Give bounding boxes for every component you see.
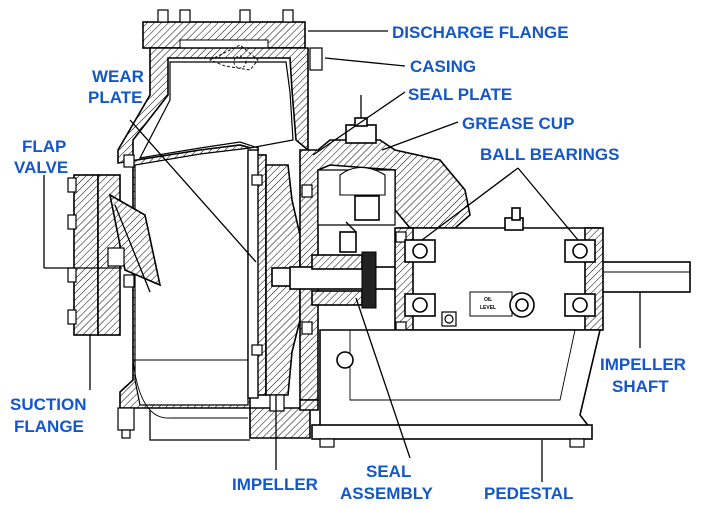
oil-level-label-2: LEVEL — [480, 305, 496, 311]
label-wear-plate-line2: PLATE — [88, 88, 142, 107]
label-seal-assembly-line1: SEAL — [366, 462, 411, 481]
bearing-housing-part — [394, 207, 604, 333]
label-wear-plate-line1: WEAR — [92, 67, 144, 86]
wear-plate-part — [247, 149, 267, 399]
oil-level-label-1: OIL — [484, 297, 492, 303]
grease-cup-part — [339, 95, 386, 221]
label-grease-cup: GREASE CUP — [462, 114, 574, 133]
impeller-part — [265, 164, 301, 412]
label-ball-bearings: BALL BEARINGS — [480, 145, 619, 164]
component-labels: DISCHARGE FLANGE CASING WEAR PLATE SEAL … — [10, 23, 686, 503]
label-casing: CASING — [410, 57, 476, 76]
label-flap-valve-line2: VALVE — [14, 158, 68, 177]
ball-bearings-part — [404, 239, 596, 317]
seal-assembly-part — [311, 221, 377, 309]
flap-valve-part — [107, 193, 162, 293]
label-suction-flange-line1: SUCTION — [10, 395, 87, 414]
label-seal-plate: SEAL PLATE — [408, 85, 512, 104]
label-discharge-flange: DISCHARGE FLANGE — [392, 23, 569, 42]
label-impeller: IMPELLER — [232, 475, 318, 494]
label-impeller-shaft-line1: IMPELLER — [600, 355, 686, 374]
label-pedestal: PEDESTAL — [484, 484, 573, 503]
pedestal-part — [311, 329, 602, 448]
label-impeller-shaft-line2: SHAFT — [612, 377, 669, 396]
label-suction-flange-line2: FLANGE — [14, 417, 84, 436]
oil-level-sight: OIL LEVEL — [441, 291, 535, 327]
leader-lines — [43, 30, 641, 482]
label-seal-assembly-line2: ASSEMBLY — [340, 484, 434, 503]
casing-part — [117, 44, 311, 441]
label-flap-valve-line1: FLAP — [22, 137, 66, 156]
